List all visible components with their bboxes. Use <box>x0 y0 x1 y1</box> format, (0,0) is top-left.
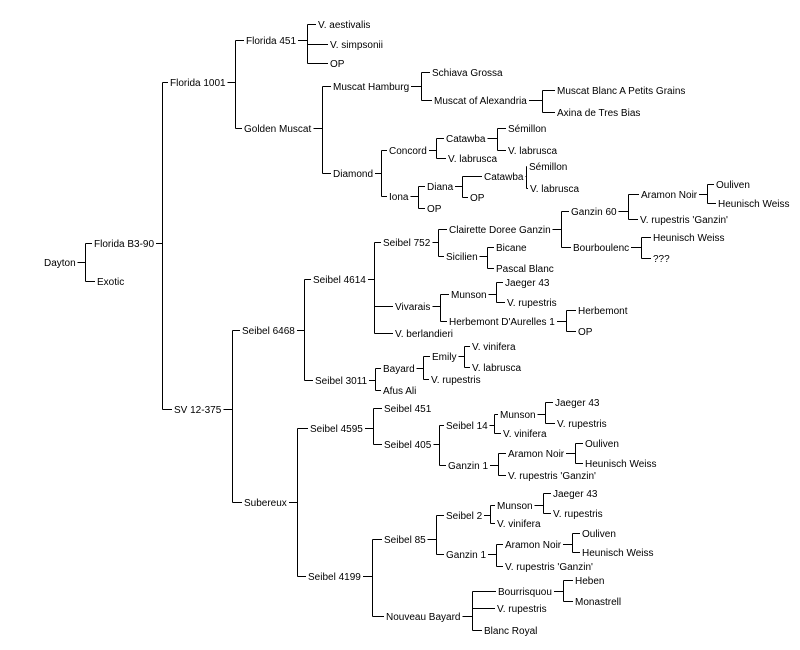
node-seibel-14: Seibel 14 <box>446 421 488 432</box>
node-seibel-4614: Seibel 4614 <box>313 275 366 286</box>
node-aramon-noir: Aramon Noir <box>508 449 565 460</box>
node-unknown: ??? <box>653 254 670 265</box>
node-ouliven: Ouliven <box>582 529 616 540</box>
node-heben: Heben <box>575 576 604 587</box>
node-v-rupestris: V. rupestris <box>431 375 481 386</box>
node-v-vinifera: V. vinifera <box>472 342 516 353</box>
node-sv-12-375: SV 12-375 <box>174 405 222 416</box>
node-aramon-noir: Aramon Noir <box>505 540 562 551</box>
node-v-rupestris: V. rupestris <box>553 509 603 520</box>
node-dayton: Dayton <box>44 258 76 269</box>
node-aramon-noir: Aramon Noir <box>641 190 698 201</box>
node-blanc-royal: Blanc Royal <box>484 626 537 637</box>
node-v-rupestris: V. rupestris <box>497 604 547 615</box>
node-jaeger-43: Jaeger 43 <box>553 489 598 500</box>
node-heunisch-weiss: Heunisch Weiss <box>582 548 654 559</box>
node-pascal-blanc: Pascal Blanc <box>496 264 554 275</box>
node-heunisch-weiss: Heunisch Weiss <box>653 233 725 244</box>
node-v-simpsonii: V. simpsonii <box>330 40 383 51</box>
node-v-vinifera: V. vinifera <box>497 519 541 530</box>
node-v-labrusca: V. labrusca <box>530 184 580 195</box>
node-v-rupestris: V. rupestris <box>557 419 607 430</box>
node-diana: Diana <box>427 182 454 193</box>
node-seibel-4199: Seibel 4199 <box>308 572 361 583</box>
node-seibel-4595: Seibel 4595 <box>310 424 363 435</box>
node-nouveau-bayard: Nouveau Bayard <box>386 612 461 623</box>
node-sicilien: Sicilien <box>446 252 478 263</box>
node-ouliven: Ouliven <box>716 180 750 191</box>
node-heunisch-weiss: Heunisch Weiss <box>718 199 790 210</box>
node-florida-1001: Florida 1001 <box>170 78 226 89</box>
node-muscat-blanc-a-petits-grains: Muscat Blanc A Petits Grains <box>557 86 685 97</box>
node-seibel-2: Seibel 2 <box>446 511 483 522</box>
node-emily: Emily <box>432 352 456 363</box>
node-v-aestivalis: V. aestivalis <box>318 20 370 31</box>
node-muscat-of-alexandria: Muscat of Alexandria <box>434 96 527 107</box>
node-muscat-hamburg: Muscat Hamburg <box>333 82 409 93</box>
node-exotic: Exotic <box>97 277 124 288</box>
node-florida-b3-90: Florida B3-90 <box>94 239 154 250</box>
node-seibel-405: Seibel 405 <box>384 440 432 451</box>
node-catawba: Catawba <box>446 134 486 145</box>
node-seibel-752: Seibel 752 <box>383 238 431 249</box>
node-op: OP <box>330 59 345 70</box>
node-v-rupestris: V. rupestris <box>507 298 557 309</box>
node-ganzin-1: Ganzin 1 <box>446 550 486 561</box>
node-op: OP <box>578 327 593 338</box>
node-seibel-85: Seibel 85 <box>384 535 426 546</box>
node-ganzin-1: Ganzin 1 <box>448 461 488 472</box>
node-monastrell: Monastrell <box>575 597 621 608</box>
node-ouliven: Ouliven <box>585 439 619 450</box>
node-herbemont-d-aurelles-1: Herbemont D'Aurelles 1 <box>449 317 555 328</box>
node-v-rupestris-ganzin: V. rupestris 'Ganzin' <box>505 562 593 573</box>
node-schiava-grossa: Schiava Grossa <box>432 68 503 79</box>
node-catawba: Catawba <box>484 172 524 183</box>
node-iona: Iona <box>389 192 409 203</box>
node-bourrisquou: Bourrisquou <box>498 587 552 598</box>
node-op: OP <box>470 193 485 204</box>
node-axina-de-tres-bias: Axina de Tres Bias <box>557 108 640 119</box>
node-s-millon: Sémillon <box>529 162 567 173</box>
node-vivarais: Vivarais <box>395 302 430 313</box>
node-herbemont: Herbemont <box>578 306 628 317</box>
node-v-labrusca: V. labrusca <box>448 154 498 165</box>
node-v-rupestris-ganzin: V. rupestris 'Ganzin' <box>640 215 728 226</box>
node-bayard: Bayard <box>383 364 415 375</box>
node-heunisch-weiss: Heunisch Weiss <box>585 459 657 470</box>
node-seibel-451: Seibel 451 <box>384 404 432 415</box>
node-v-rupestris-ganzin: V. rupestris 'Ganzin' <box>508 471 596 482</box>
node-jaeger-43: Jaeger 43 <box>555 398 600 409</box>
node-munson: Munson <box>497 501 533 512</box>
node-afus-ali: Afus Ali <box>383 386 416 397</box>
node-concord: Concord <box>389 146 427 157</box>
node-v-berlandieri: V. berlandieri <box>395 329 453 340</box>
node-subereux: Subereux <box>244 498 287 509</box>
node-clairette-doree-ganzin: Clairette Doree Ganzin <box>449 225 551 236</box>
node-bourboulenc: Bourboulenc <box>573 243 629 254</box>
node-munson: Munson <box>451 290 487 301</box>
node-munson: Munson <box>500 410 536 421</box>
node-v-labrusca: V. labrusca <box>472 363 522 374</box>
node-golden-muscat: Golden Muscat <box>244 124 311 135</box>
node-ganzin-60: Ganzin 60 <box>571 207 617 218</box>
node-jaeger-43: Jaeger 43 <box>505 278 550 289</box>
node-seibel-3011: Seibel 3011 <box>315 376 368 387</box>
node-florida-451: Florida 451 <box>246 36 296 47</box>
node-diamond: Diamond <box>333 169 373 180</box>
node-s-millon: Sémillon <box>508 124 546 135</box>
node-seibel-6468: Seibel 6468 <box>242 326 295 337</box>
node-bicane: Bicane <box>496 243 527 254</box>
node-v-labrusca: V. labrusca <box>508 146 558 157</box>
node-op: OP <box>427 204 442 215</box>
node-v-vinifera: V. vinifera <box>503 429 547 440</box>
